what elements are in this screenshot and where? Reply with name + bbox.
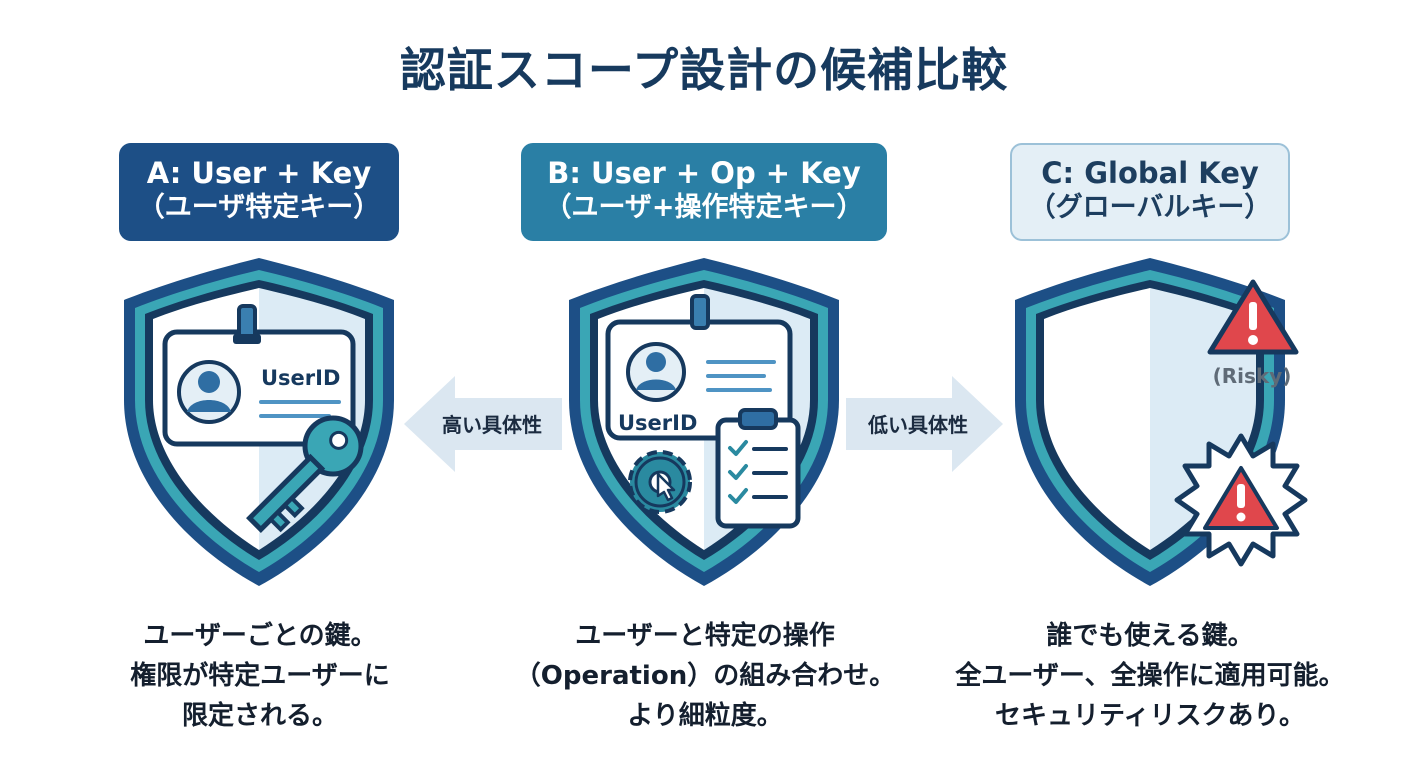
option-c-desc-line: 全ユーザー、全操作に適用可能。 — [955, 661, 1345, 691]
option-a-header: A: User + Key （ユーザ特定キー） — [119, 143, 399, 241]
option-a-desc-line: 限定される。 — [181, 701, 338, 731]
key-icon — [246, 415, 364, 533]
warning-icon — [1207, 279, 1299, 355]
option-c-header: C: Global Key （グローバルキー） — [1010, 143, 1290, 241]
option-c-desc-line: セキュリティリスクあり。 — [995, 701, 1305, 731]
arrow-right-label: 低い具体性 — [867, 413, 968, 437]
option-c-subtitle: （グローバルキー） — [1028, 192, 1272, 223]
option-b-card-label: UserID — [618, 411, 697, 435]
option-b-subtitle: （ユーザ+操作特定キー） — [544, 192, 864, 223]
arrow-right-low-specificity: 低い具体性 — [846, 376, 1003, 472]
shield-b-icon: UserID — [569, 258, 839, 586]
option-b-title: B: User + Op + Key — [547, 156, 861, 190]
option-b-desc-line: （Operation）の組み合わせ。 — [514, 661, 896, 691]
option-c-description: 誰でも使える鍵。 全ユーザー、全操作に適用可能。 セキュリティリスクあり。 — [910, 616, 1390, 736]
option-b-header: B: User + Op + Key （ユーザ+操作特定キー） — [521, 143, 887, 241]
option-a-desc-line: 権限が特定ユーザーに — [130, 661, 390, 691]
warning-burst-icon — [1174, 433, 1308, 567]
clipboard-checklist-icon — [715, 408, 801, 529]
arrow-left-label: 高い具体性 — [442, 413, 542, 437]
option-b-desc-line: ユーザーと特定の操作 — [575, 621, 835, 651]
option-a-description: ユーザーごとの鍵。 権限が特定ユーザーに 限定される。 — [80, 616, 440, 736]
shield-a-icon: UserID — [124, 258, 394, 586]
option-a-card-label: UserID — [261, 366, 340, 390]
option-a-desc-line: ユーザーごとの鍵。 — [143, 621, 377, 651]
risk-label: (Risky) — [1213, 364, 1292, 388]
option-a-subtitle: （ユーザ特定キー） — [137, 192, 381, 223]
page-title: 認証スコープ設計の候補比較 — [399, 43, 1009, 97]
arrow-left-high-specificity: 高い具体性 — [404, 376, 562, 472]
option-b-description: ユーザーと特定の操作 （Operation）の組み合わせ。 より細粒度。 — [480, 616, 930, 736]
option-a-title: A: User + Key — [146, 156, 372, 190]
option-c-desc-line: 誰でも使える鍵。 — [1046, 621, 1254, 651]
option-b-desc-line: より細粒度。 — [627, 701, 783, 731]
gear-icon — [628, 450, 692, 514]
option-c-title: C: Global Key — [1041, 156, 1259, 190]
